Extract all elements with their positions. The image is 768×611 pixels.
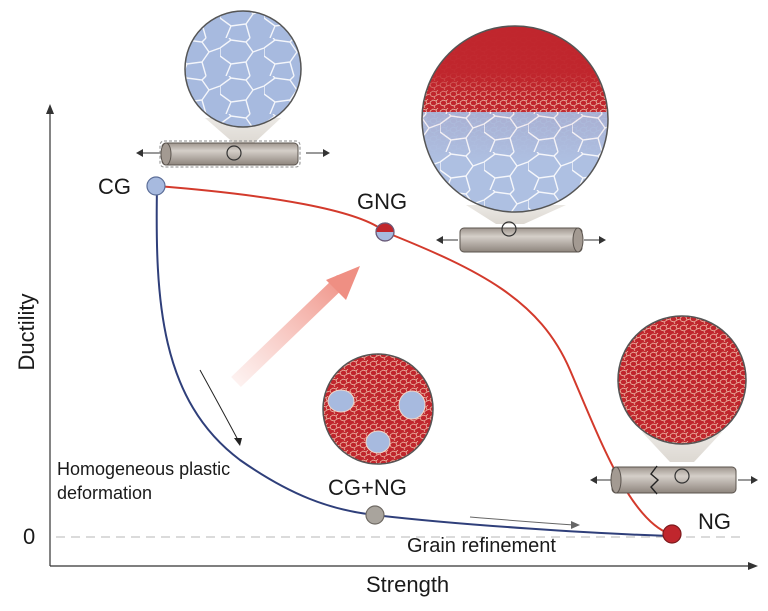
cgng-label: CG+NG: [328, 475, 407, 500]
axes: [46, 104, 758, 570]
homogeneous-note: Homogeneous plastic deformation: [57, 459, 231, 503]
ng-point: [662, 524, 682, 544]
cgng-curve: [155, 185, 673, 537]
cgng-point: [365, 505, 385, 525]
cg-magnifier: [136, 10, 330, 168]
x-axis-label: Strength: [366, 572, 450, 597]
improvement-arrow: [231, 266, 360, 388]
gng-magnifier: [421, 25, 609, 253]
gng-label: GNG: [357, 189, 408, 214]
points: [146, 176, 682, 544]
cg-point: [146, 176, 166, 196]
cgng-magnifier: [322, 353, 434, 465]
y-axis-label: Ductility: [14, 293, 39, 370]
x-axis-arrowhead: [748, 562, 758, 570]
grain-refinement-note: Grain refinement: [407, 535, 556, 557]
y-zero-label: 0: [23, 524, 36, 549]
trend-arrows: [199, 369, 580, 529]
y-axis-arrowhead: [46, 104, 54, 114]
cg-label: CG: [98, 174, 131, 199]
gng-point: [375, 222, 395, 242]
ng-magnifier: [590, 315, 758, 495]
ng-label: NG: [698, 509, 731, 534]
